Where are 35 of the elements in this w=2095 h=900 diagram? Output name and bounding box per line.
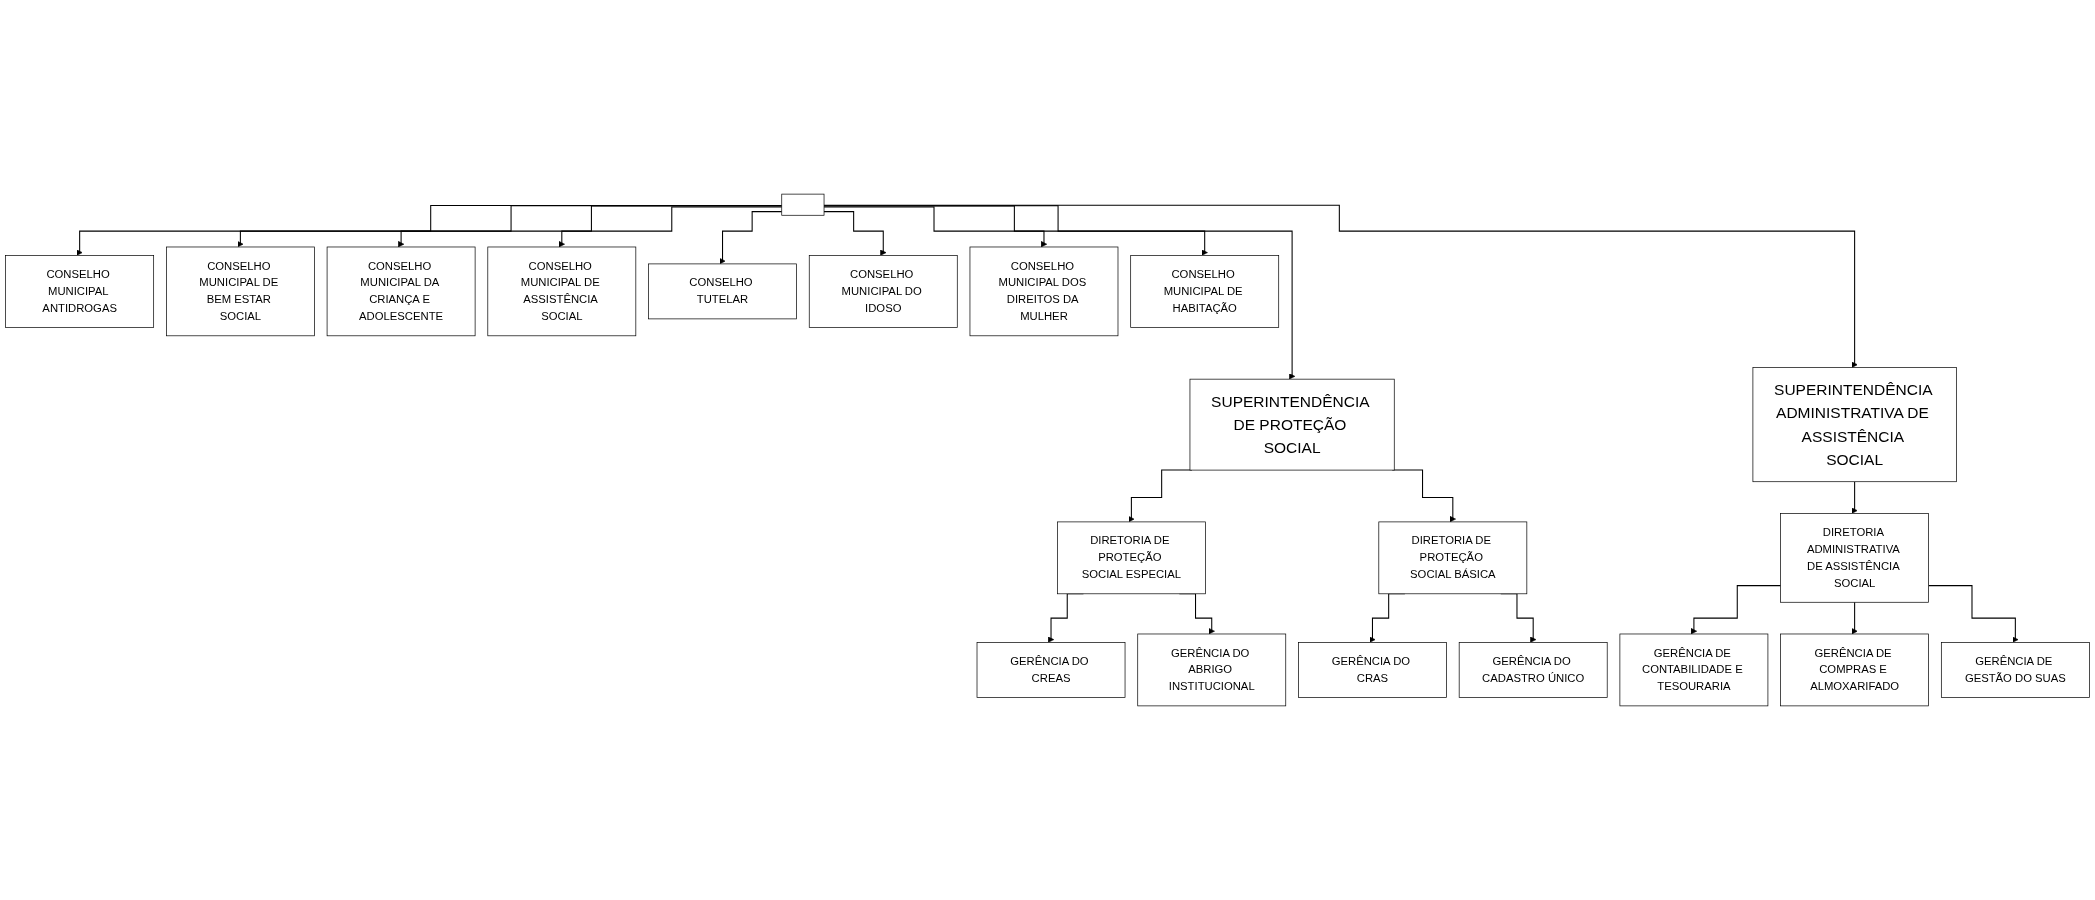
node-box: CONSELHO MUNICIPAL DE ASSISTÊNCIA SOCIAL: [487, 246, 637, 337]
arrow: [237, 205, 783, 248]
node-box: GERÊNCIA DO CADASTRO ÚNICO: [1458, 642, 1608, 698]
node-box: GERÊNCIA DO ABRIGO INSTITUCIONAL: [1137, 633, 1287, 707]
node-box: GERÊNCIA DO CREAS: [976, 642, 1126, 698]
node-box: SUPERINTENDÊNCIA ADMINISTRATIVA DE ASSISTÊNCIA SOCIAL: [1752, 367, 1957, 483]
arrow: [1851, 481, 1858, 514]
node-box: CONSELHO MUNICIPAL DOS DIREITOS DA MULHER: [969, 246, 1119, 337]
node-box: DIRETORIA DE PROTEÇÃO SOCIAL BÁSICA: [1378, 521, 1528, 595]
node-box: DIRETORIA ADMINISTRATIVA DE ASSISTÊNCIA SOCIAL: [1780, 513, 1929, 603]
arrow: [719, 211, 783, 265]
node-box: CONSELHO MUNICIPAL DE BEM ESTAR SOCIAL: [166, 246, 315, 337]
node-box: DIRETORIA DE PROTEÇÃO SOCIAL ESPECIAL: [1057, 521, 1206, 595]
arrow: [398, 205, 783, 248]
node-box: CONSELHO MUNICIPAL ANTIDROGAS: [5, 255, 154, 328]
node-box: GERÊNCIA DO CRAS: [1298, 642, 1447, 698]
node-box: CONSELHO MUNICIPAL DA CRIANÇA E ADOLESCENTE: [326, 246, 476, 337]
arrow: [823, 205, 1208, 256]
node-box: [781, 193, 825, 216]
arrow: [823, 206, 1048, 248]
arrow: [823, 205, 1296, 380]
arrow: [823, 204, 1858, 368]
node-box: CONSELHO MUNICIPAL DO IDOSO: [808, 255, 958, 328]
arrow: [1851, 601, 1858, 635]
node-box: CONSELHO TUTELAR: [648, 263, 797, 320]
arrow: [1690, 585, 1782, 635]
arrow: [823, 211, 887, 256]
node-box: CONSELHO MUNICIPAL DE HABITAÇÃO: [1130, 255, 1280, 328]
arrow: [76, 204, 783, 256]
arrow: [1928, 585, 2019, 643]
node-box: SUPERINTENDÊNCIA DE PROTEÇÃO SOCIAL: [1189, 378, 1395, 471]
node-box: GERÊNCIA DE COMPRAS E ALMOXARIFADO: [1780, 633, 1929, 707]
node-box: GERÊNCIA DE CONTABILIDADE E TESOURARIA: [1619, 633, 1769, 707]
node-box: GERÊNCIA DE GESTÃO DO SUAS: [1941, 642, 2090, 698]
arrow: [558, 206, 783, 248]
